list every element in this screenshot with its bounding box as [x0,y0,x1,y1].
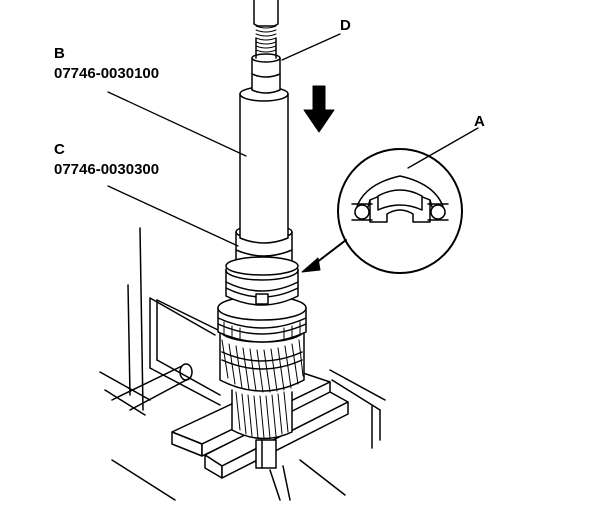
leader-line-a [407,127,479,169]
label-d-letter: D [340,17,351,34]
press-ram-d [251,0,281,94]
detail-callout-a [337,148,463,274]
label-a-letter: A [474,113,485,130]
label-c-letter: C [54,141,65,158]
detail-pointer-arrow-icon [301,257,321,273]
press-frame [99,227,386,501]
support-bar [111,363,193,411]
gear-assembly [217,259,307,469]
driver-handle-b [239,86,289,244]
label-b-part-number: 07746-0030100 [54,65,159,82]
leader-line-c [107,185,239,247]
label-b-letter: B [54,45,65,62]
leader-line-b [107,91,247,157]
leader-line-d [281,33,341,61]
label-c-part-number: 07746-0030300 [54,161,159,178]
press-direction-arrow-icon [303,85,335,133]
